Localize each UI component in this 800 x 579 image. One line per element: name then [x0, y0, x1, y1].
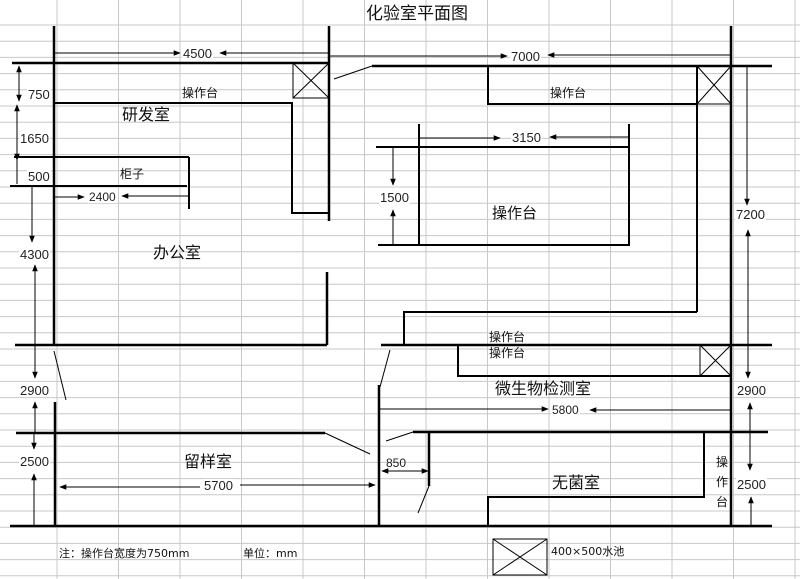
- room-label-sterile: 无菌室: [552, 473, 601, 492]
- bench-top-right: [487, 66, 698, 105]
- bench-rd: [54, 102, 329, 214]
- dim-sample-depth: 2500: [19, 454, 50, 469]
- room-label-rd: 研发室: [122, 105, 171, 124]
- dim-center-bench-width: 3150: [511, 130, 542, 145]
- room-label-sample: 留样室: [184, 452, 233, 471]
- dim-office-depth: 4300: [19, 247, 50, 262]
- dim-top-right-width: 7000: [510, 49, 541, 64]
- door-sterile-top: [385, 431, 414, 442]
- sink-icon: [699, 344, 732, 377]
- dim-cabinet-width: 2400: [88, 190, 117, 204]
- bench-label-micro-upper: 操作台: [489, 330, 526, 344]
- bench-micro-lower: [457, 345, 731, 377]
- sink-icon: [696, 65, 732, 105]
- bench-label-top-right: 操作台: [550, 86, 587, 100]
- bench-center: [418, 146, 630, 246]
- note-unit: 单位：mm: [243, 547, 298, 560]
- walls: [10, 26, 772, 528]
- dim-rd-bench-depth: 750: [27, 87, 51, 102]
- door-sample: [324, 432, 371, 455]
- bench-sterile: [487, 432, 705, 526]
- dimension-lines: [14, 50, 772, 526]
- benches: [10, 66, 731, 526]
- dim-corridor-left: 2900: [19, 383, 50, 398]
- dim-rd-room-depth: 1650: [19, 131, 50, 146]
- sinks: [292, 62, 732, 576]
- cabinet-label: 柜子: [120, 167, 145, 181]
- bench-label-center: 操作台: [492, 204, 538, 222]
- door-sterile-bottom: [417, 485, 430, 514]
- legend-sink-label: 400×500水池: [551, 545, 625, 558]
- dim-right-total-depth: 7200: [735, 207, 766, 222]
- sink-icon: [492, 538, 548, 576]
- dim-sterile-depth: 2500: [736, 477, 767, 492]
- room-label-office: 办公室: [153, 243, 202, 262]
- bench-label-rd: 操作台: [182, 86, 219, 100]
- bench-label-micro-lower: 操作台: [489, 346, 526, 360]
- door-swings: [53, 65, 430, 514]
- sink-icon: [292, 62, 330, 99]
- dim-sample-width: 5700: [203, 478, 234, 493]
- dim-door-width: 850: [386, 456, 407, 470]
- note-bench-width: 注：操作台宽度为750mm: [59, 547, 190, 560]
- dim-top-left-width: 4500: [182, 46, 213, 61]
- bench-micro-upper: [403, 311, 697, 345]
- bench-label-sterile-side: 操 作 台: [715, 455, 728, 509]
- door-micro: [379, 349, 391, 388]
- page-title: 化验室平面图: [366, 4, 468, 24]
- dim-center-bench-depth: 1500: [379, 190, 410, 205]
- dim-cabinet-depth: 500: [27, 169, 51, 184]
- dim-micro-width: 5800: [551, 403, 580, 417]
- door-office: [53, 350, 67, 401]
- dim-micro-depth: 2900: [736, 383, 767, 398]
- door-rd: [333, 65, 373, 80]
- room-label-micro: 微生物检测室: [495, 379, 592, 398]
